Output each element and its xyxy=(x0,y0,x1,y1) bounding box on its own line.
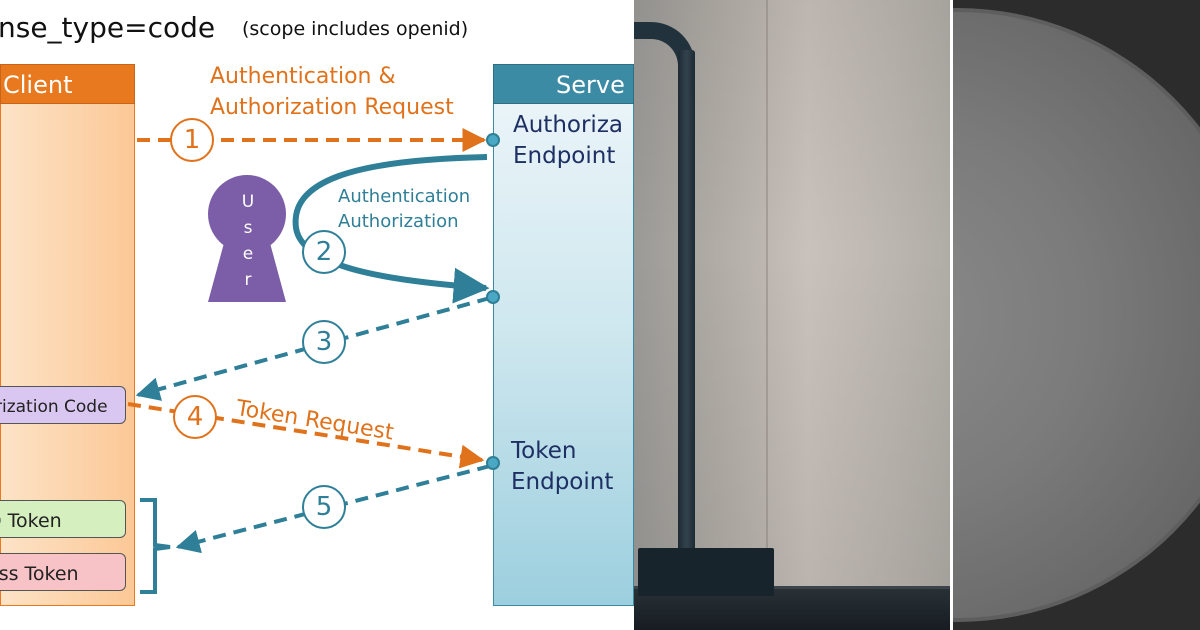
lamp-photo xyxy=(634,0,950,630)
client-header: Client xyxy=(0,64,135,104)
arrow-step-2 xyxy=(292,154,490,304)
diagram-title-note: (scope includes openid) xyxy=(242,18,469,40)
step-2-badge: 2 xyxy=(302,230,346,274)
panel-separator xyxy=(950,0,953,630)
authorization-code-label: rization Code xyxy=(0,397,108,417)
server-lane xyxy=(493,104,634,606)
step-4-badge: 4 xyxy=(173,395,217,439)
server-header: Serve xyxy=(493,64,634,104)
arrow-step-4 xyxy=(127,402,485,469)
token-endpoint-dot xyxy=(486,456,500,470)
user-letter: s xyxy=(243,218,253,238)
user-letter: r xyxy=(244,270,252,290)
oauth-flow-diagram: nse_type=code (scope includes openid) Cl… xyxy=(0,11,634,606)
authorization-endpoint-label-1: Authoriza xyxy=(513,112,623,138)
authorization-code-pill: rization Code xyxy=(0,386,126,424)
token-bracket xyxy=(140,498,171,594)
circle-graphic xyxy=(950,0,1200,630)
server-label: Serve xyxy=(556,71,625,99)
auth-label-line-1: Authentication xyxy=(338,186,471,207)
callback-dot xyxy=(486,290,500,304)
step-5-badge: 5 xyxy=(302,485,346,529)
client-label: Client xyxy=(3,71,73,99)
id-token-pill: D Token xyxy=(0,500,126,538)
request-label-line-2: Authorization Request xyxy=(210,95,454,120)
lamp-pole xyxy=(678,50,695,562)
auth-label-line-2: Authorization xyxy=(338,211,459,232)
token-endpoint-label-2: Endpoint xyxy=(511,469,614,495)
arrow-step-3 xyxy=(135,296,491,401)
wall-corner xyxy=(766,0,768,560)
diagram-title: nse_type=code xyxy=(0,11,216,44)
authorization-endpoint-label-2: Endpoint xyxy=(513,143,616,169)
flow-arrows xyxy=(127,128,500,594)
authorization-endpoint-dot xyxy=(486,133,500,147)
arrow-step-5 xyxy=(175,464,491,554)
token-endpoint-label-1: Token xyxy=(511,438,577,464)
access-token-label: ess Token xyxy=(0,563,79,585)
access-token-pill: ess Token xyxy=(0,553,126,591)
step-1-badge: 1 xyxy=(170,118,214,162)
table-edge xyxy=(634,586,950,589)
request-label-line-1: Authentication & xyxy=(210,64,396,89)
user-letter: e xyxy=(242,244,254,264)
step-3-badge: 3 xyxy=(302,320,346,364)
lamp-base xyxy=(638,548,774,596)
user-icon xyxy=(208,175,286,302)
id-token-label: D Token xyxy=(0,510,62,532)
disc xyxy=(950,12,1200,618)
user-letter: U xyxy=(241,192,255,212)
